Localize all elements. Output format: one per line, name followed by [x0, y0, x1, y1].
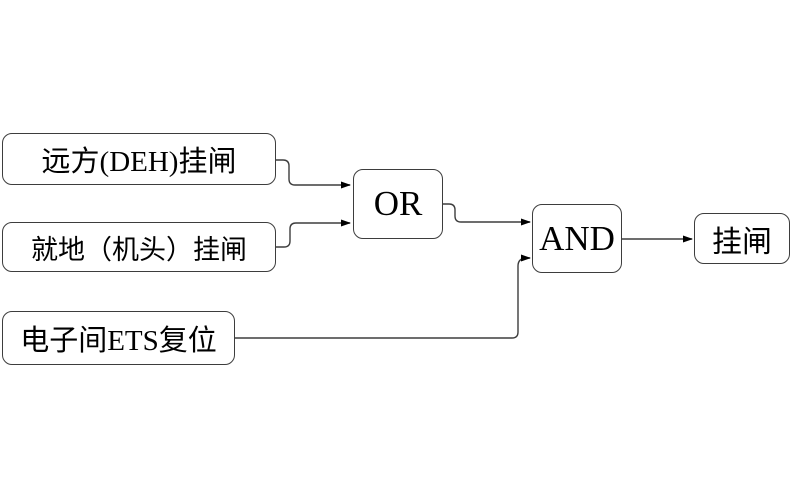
- node-and-gate-label: AND: [539, 218, 615, 258]
- node-electronic-room-ets-reset-label: 电子间ETS复位: [20, 325, 217, 357]
- node-remote-deh-latch: 远方(DEH)挂闸: [2, 133, 276, 185]
- node-electronic-room-ets-reset: 电子间ETS复位: [2, 311, 235, 365]
- node-remote-deh-latch-label: 远方(DEH)挂闸: [41, 146, 237, 178]
- edge-or-to-and: [443, 203, 531, 226]
- node-and-gate: AND: [532, 204, 622, 273]
- node-output-latch-label: 挂闸: [712, 225, 772, 259]
- edge-input2-to-or: [276, 219, 351, 248]
- edge-input1-to-or: [276, 159, 351, 189]
- node-local-head-latch-label: 就地（机头）挂闸: [31, 234, 247, 265]
- node-output-latch: 挂闸: [694, 213, 790, 264]
- node-local-head-latch: 就地（机头）挂闸: [2, 222, 276, 272]
- edge-input3-to-and: [235, 254, 531, 339]
- node-or-gate-label: OR: [373, 184, 423, 223]
- node-or-gate: OR: [353, 169, 443, 239]
